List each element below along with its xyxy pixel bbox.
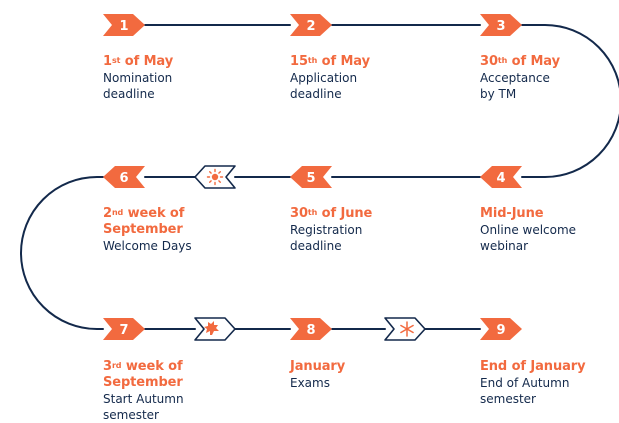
step-2-desc-line-1: Application bbox=[290, 71, 358, 85]
step-1-desc-line-2: deadline bbox=[103, 87, 155, 101]
step-1-label: 1st of May Nomination deadline bbox=[103, 54, 173, 102]
svg-text:1: 1 bbox=[119, 19, 128, 34]
step-7-date: 3rd week of bbox=[103, 359, 183, 374]
step-8-date: January bbox=[290, 359, 346, 374]
step-badge-5: 5 bbox=[290, 166, 332, 188]
step-5-label: 30th of June Registration deadline bbox=[290, 206, 372, 254]
step-8-label: January Exams bbox=[290, 359, 345, 391]
step-6-desc-line-1: Welcome Days bbox=[103, 239, 192, 253]
svg-text:8: 8 bbox=[306, 323, 315, 338]
step-3-label: 30th of May Acceptance by TM bbox=[480, 54, 560, 102]
step-2-date: 15th of May bbox=[290, 54, 370, 69]
step-7-date-line-2: September bbox=[103, 375, 183, 390]
step-9-label: End of January End of Autumn semester bbox=[480, 359, 586, 407]
svg-text:3: 3 bbox=[496, 19, 505, 34]
step-5-desc-line-2: deadline bbox=[290, 239, 342, 253]
step-badge-4: 4 bbox=[480, 166, 522, 188]
step-4-desc-line-2: webinar bbox=[480, 239, 529, 253]
step-8-desc-line-1: Exams bbox=[290, 376, 330, 390]
svg-text:7: 7 bbox=[119, 323, 128, 338]
svg-text:5: 5 bbox=[306, 171, 315, 186]
step-5-desc-line-1: Registration bbox=[290, 223, 363, 237]
step-2-label: 15th of May Application deadline bbox=[290, 54, 370, 102]
step-4-desc-line-1: Online welcome bbox=[480, 223, 577, 237]
sun-icon bbox=[194, 165, 236, 189]
step-6-date: 2nd week of bbox=[103, 206, 185, 221]
svg-text:2: 2 bbox=[306, 19, 315, 34]
step-badge-2: 2 bbox=[290, 14, 332, 36]
step-3-desc-line-2: by TM bbox=[480, 87, 517, 101]
step-badge-6: 6 bbox=[103, 166, 145, 188]
step-6-label: 2nd week of September Welcome Days bbox=[103, 206, 192, 254]
step-badge-8: 8 bbox=[290, 318, 332, 340]
step-1-desc-line-1: Nomination bbox=[103, 71, 173, 85]
step-3-date: 30th of May bbox=[480, 54, 560, 69]
step-6-date-line-2: September bbox=[103, 222, 183, 237]
timeline-path bbox=[20, 24, 619, 330]
snowflake-icon bbox=[384, 317, 426, 341]
svg-text:9: 9 bbox=[496, 323, 505, 338]
step-3-desc-line-1: Acceptance bbox=[480, 71, 550, 85]
step-9-desc-line-2: semester bbox=[480, 392, 536, 406]
step-4-label: Mid-June Online welcome webinar bbox=[480, 206, 576, 254]
svg-text:4: 4 bbox=[496, 171, 505, 186]
step-7-desc-line-1: Start Autumn bbox=[103, 392, 184, 406]
step-badge-3: 3 bbox=[480, 14, 522, 36]
leaf-icon bbox=[194, 317, 236, 341]
step-4-date: Mid-June bbox=[480, 206, 544, 221]
step-1-date: 1st of May bbox=[103, 54, 174, 69]
step-5-date: 30th of June bbox=[290, 206, 373, 221]
step-9-date: End of January bbox=[480, 359, 586, 374]
step-7-desc-line-2: semester bbox=[103, 408, 159, 422]
step-7-label: 3rd week of September Start Autumn semes… bbox=[103, 359, 184, 423]
step-badge-7: 7 bbox=[103, 318, 145, 340]
step-9-desc-line-1: End of Autumn bbox=[480, 376, 570, 390]
step-badge-1: 1 bbox=[103, 14, 145, 36]
svg-text:6: 6 bbox=[119, 171, 128, 186]
step-badge-9: 9 bbox=[480, 318, 522, 340]
step-2-desc-line-2: deadline bbox=[290, 87, 342, 101]
